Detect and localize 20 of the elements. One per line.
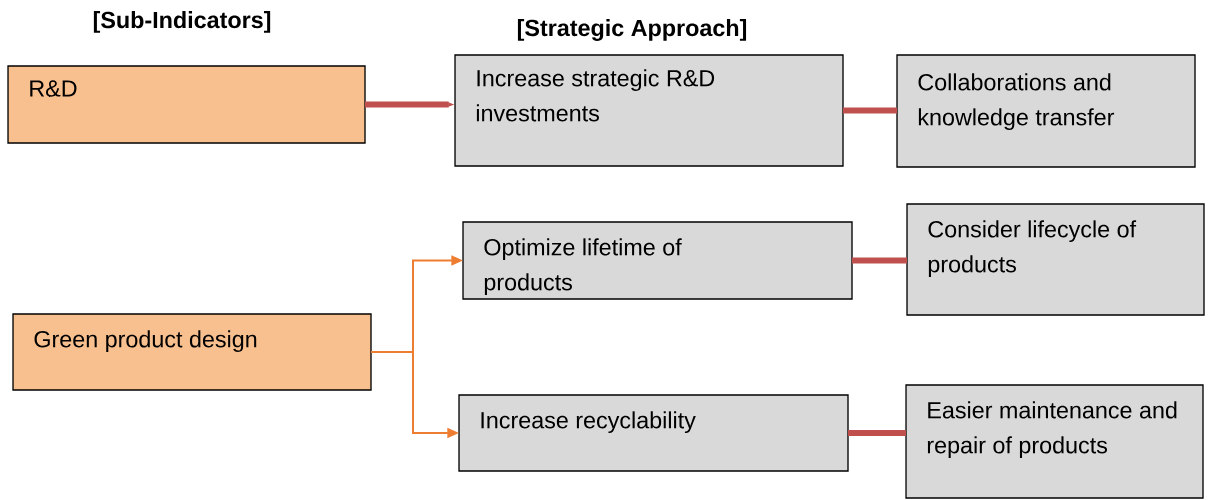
connector bbox=[843, 107, 897, 114]
process-box bbox=[458, 394, 849, 472]
process-box bbox=[896, 54, 1196, 168]
box-text: Increase strategic R&D investments bbox=[476, 69, 715, 122]
process-box bbox=[906, 203, 1205, 316]
box-text: Collaborations and knowledge transfer bbox=[918, 73, 1115, 131]
box-text: Increase recyclability bbox=[481, 411, 696, 434]
connector bbox=[852, 257, 907, 264]
process-box bbox=[454, 54, 844, 167]
process-box bbox=[12, 313, 372, 391]
process-box bbox=[462, 221, 853, 300]
process-box bbox=[905, 384, 1204, 499]
heading: [Sub-Indicators] bbox=[93, 11, 271, 33]
box-text: Optimize lifetime of products bbox=[484, 238, 682, 296]
process-box bbox=[7, 65, 366, 144]
connector bbox=[848, 430, 906, 436]
box-text: Green product design bbox=[34, 330, 257, 353]
box-text: R&D bbox=[30, 80, 77, 97]
box-text: Easier maintenance and repair of products bbox=[927, 401, 1177, 459]
box-text: Consider lifecycle of products bbox=[928, 220, 1137, 278]
